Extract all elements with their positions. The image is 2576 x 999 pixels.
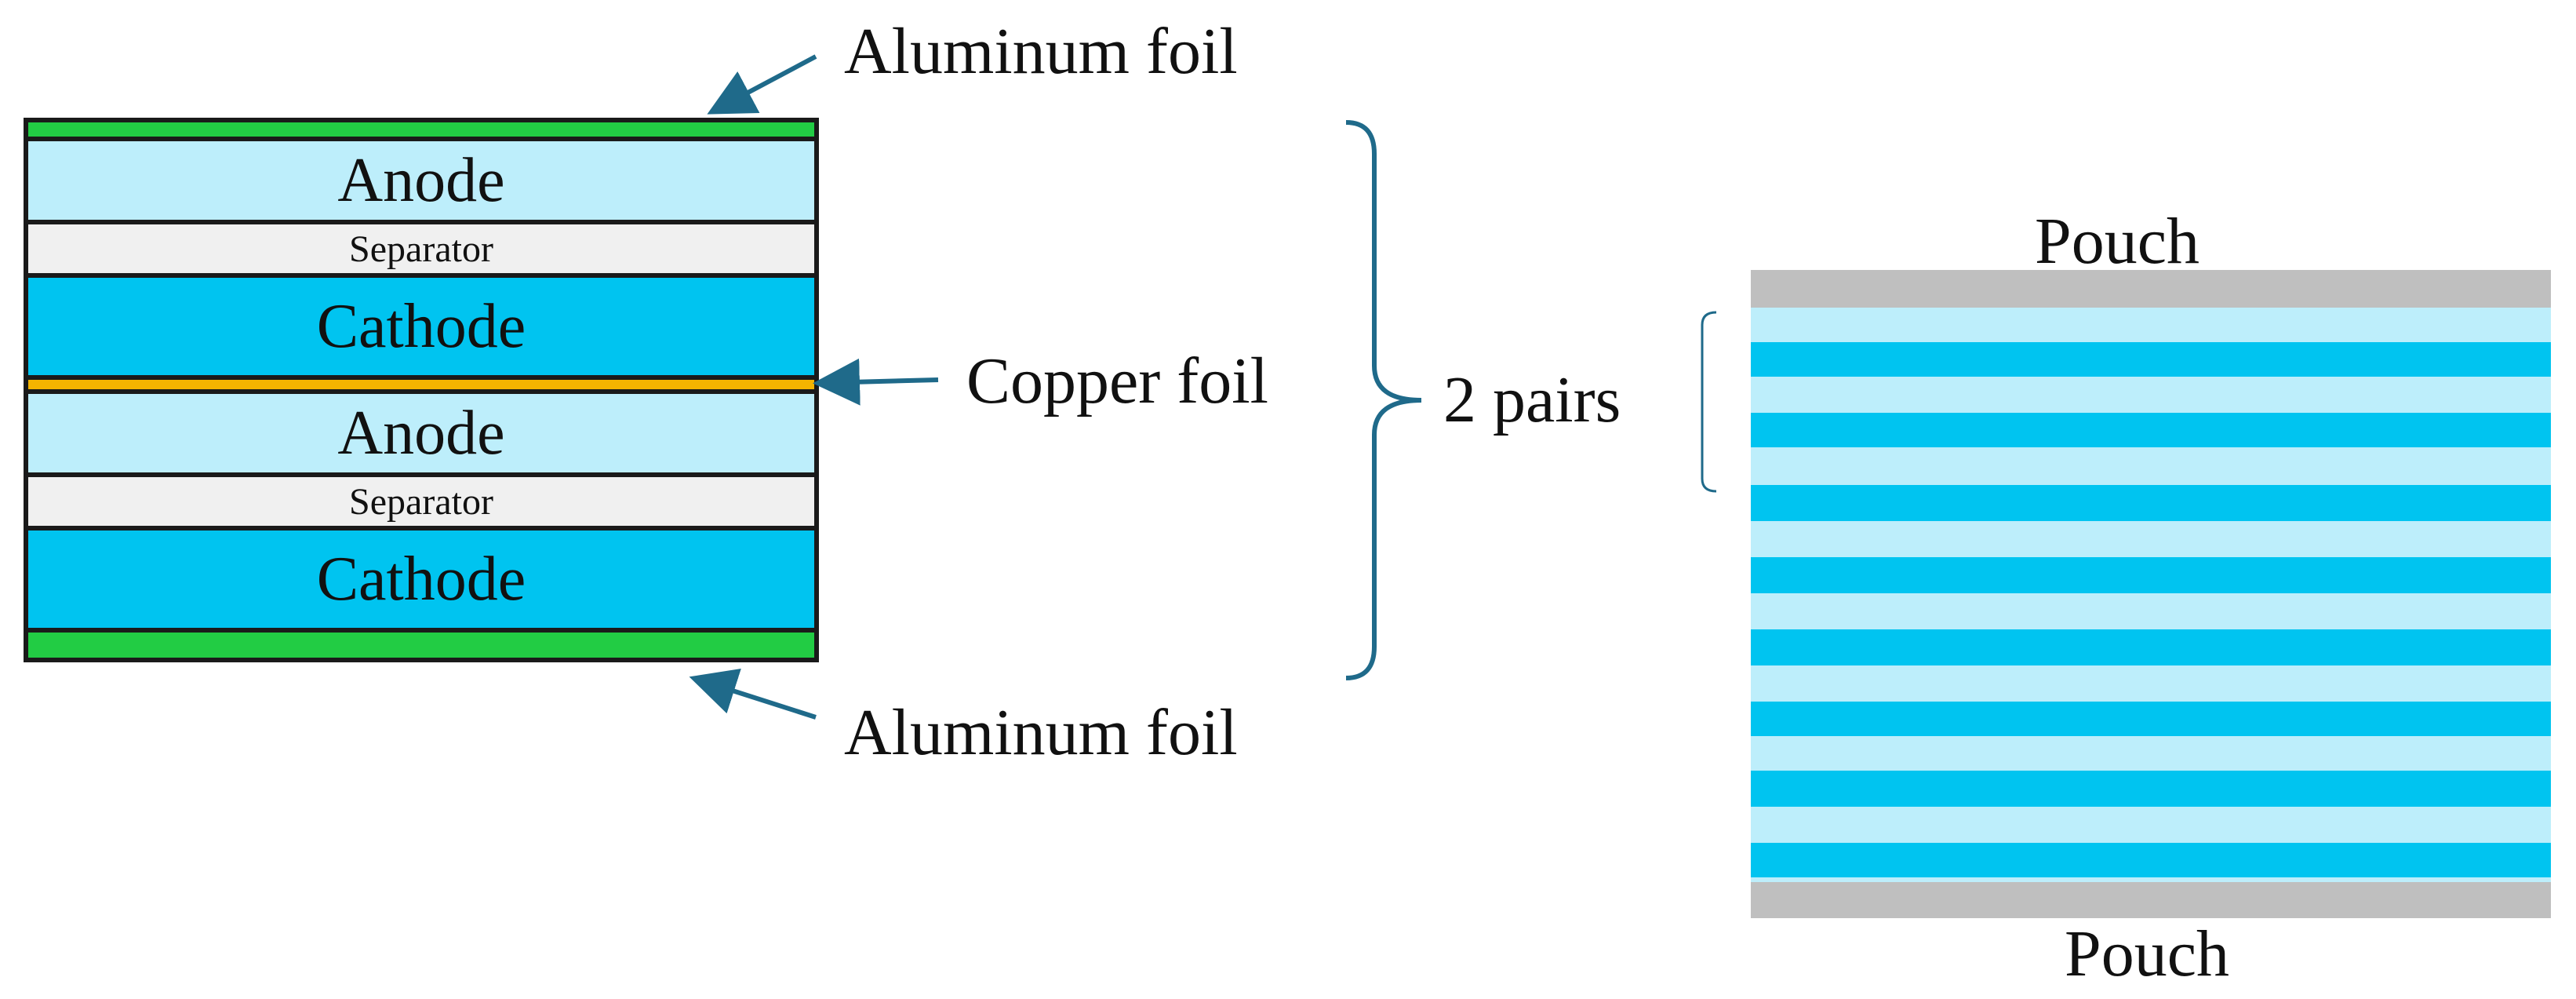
cathode-stripe xyxy=(1751,702,2551,736)
divider xyxy=(28,137,814,141)
divider xyxy=(28,472,814,477)
pairs-label: 2 pairs xyxy=(1443,363,1621,436)
pouch-top-band xyxy=(1751,270,2551,308)
pouch-top-label: Pouch xyxy=(2035,205,2199,278)
cathode-layer-2: Cathode xyxy=(28,530,814,628)
anode-stripe xyxy=(1751,807,2551,843)
anode-stripe xyxy=(1751,447,2551,485)
divider xyxy=(28,526,814,530)
cathode-stripe xyxy=(1751,413,2551,447)
pouch-bottom-band xyxy=(1751,882,2551,918)
pouch-cell xyxy=(1751,270,2551,918)
aluminum-foil-bottom-label: Aluminum foil xyxy=(844,696,1238,769)
divider xyxy=(28,628,814,633)
separator-layer-2: Separator xyxy=(28,477,814,526)
anode-layer-1: Anode xyxy=(28,141,814,220)
aluminum-foil-top-layer xyxy=(28,122,814,137)
cathode-stripe xyxy=(1751,557,2551,593)
anode-stripe xyxy=(1751,521,2551,557)
anode-stripe xyxy=(1751,877,2551,882)
cathode-stripe xyxy=(1751,342,2551,377)
copper-foil-layer xyxy=(28,380,814,389)
anode-stripe xyxy=(1751,593,2551,629)
cell-layer-stack: Anode Separator Cathode Anode Separator … xyxy=(24,118,819,662)
separator-layer-1: Separator xyxy=(28,224,814,273)
arrow-aluminum-top xyxy=(707,54,817,115)
divider xyxy=(28,220,814,224)
cathode-stripe xyxy=(1751,843,2551,877)
pair-bracket xyxy=(1701,311,1717,493)
copper-foil-label: Copper foil xyxy=(966,345,1268,417)
cathode-stripe xyxy=(1751,629,2551,665)
arrow-copper xyxy=(813,358,939,406)
divider xyxy=(28,273,814,278)
aluminum-foil-bottom-layer xyxy=(28,633,814,658)
divider xyxy=(28,389,814,394)
cathode-stripe xyxy=(1751,485,2551,521)
cathode-layer-1: Cathode xyxy=(28,278,814,375)
arrow-aluminum-bottom xyxy=(689,669,817,720)
anode-stripe xyxy=(1751,377,2551,413)
aluminum-foil-top-label: Aluminum foil xyxy=(844,15,1238,88)
anode-layer-2: Anode xyxy=(28,394,814,472)
pouch-bottom-label: Pouch xyxy=(2065,917,2229,990)
anode-stripe xyxy=(1751,736,2551,771)
divider xyxy=(28,375,814,380)
curly-brace xyxy=(1345,120,1422,680)
cathode-stripe xyxy=(1751,771,2551,807)
anode-stripe xyxy=(1751,665,2551,702)
